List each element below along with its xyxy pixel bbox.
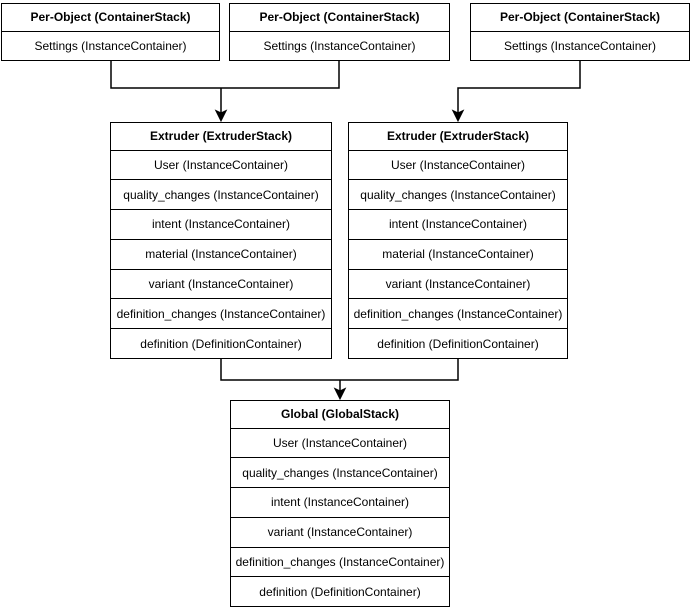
row-definition-changes: definition_changes (InstanceContainer) [111, 299, 331, 330]
global-stack-title: Global (GlobalStack) [231, 401, 449, 429]
row-definition: definition (DefinitionContainer) [259, 584, 421, 599]
row-user: User (InstanceContainer) [111, 151, 331, 181]
row-quality-changes: quality_changes (InstanceContainer) [349, 180, 567, 211]
row-settings: Settings (InstanceContainer) [263, 38, 416, 53]
connector-per-object-3-elbow [457, 61, 581, 114]
row-user: User (InstanceContainer) [231, 429, 449, 459]
row-user: User (InstanceContainer) [349, 151, 567, 181]
row-intent: intent (InstanceContainer) [111, 210, 331, 240]
connector-per-object-1-2-bracket [110, 61, 340, 89]
per-object-stack-title: Per-Object (ContainerStack) [2, 4, 219, 32]
row-material: material (InstanceContainer) [111, 240, 331, 270]
row-quality-changes: quality_changes (InstanceContainer) [231, 458, 449, 488]
row-variant: variant (InstanceContainer) [349, 270, 567, 300]
per-object-stack-title: Per-Object (ContainerStack) [230, 4, 449, 32]
row-variant: variant (InstanceContainer) [111, 270, 331, 300]
per-object-stack-box-1: Per-Object (ContainerStack) Settings (In… [1, 3, 220, 61]
row-definition: definition (DefinitionContainer) [140, 336, 302, 351]
per-object-stack-box-2: Per-Object (ContainerStack) Settings (In… [229, 3, 450, 61]
extruder-stack-box-1: Extruder (ExtruderStack) User (InstanceC… [110, 122, 332, 359]
connector-extruders-bracket [220, 359, 459, 381]
per-object-stack-title: Per-Object (ContainerStack) [471, 4, 689, 32]
row-material: material (InstanceContainer) [349, 240, 567, 270]
row-definition: definition (DefinitionContainer) [377, 336, 539, 351]
row-settings: Settings (InstanceContainer) [34, 38, 187, 53]
arrowhead-to-extruder-2 [451, 109, 465, 123]
row-settings: Settings (InstanceContainer) [503, 38, 657, 53]
global-stack-box: Global (GlobalStack) User (InstanceConta… [230, 400, 450, 607]
row-definition-changes: definition_changes (InstanceContainer) [349, 299, 567, 330]
extruder-stack-box-2: Extruder (ExtruderStack) User (InstanceC… [348, 122, 568, 359]
row-intent: intent (InstanceContainer) [231, 488, 449, 518]
per-object-stack-box-3: Per-Object (ContainerStack) Settings (In… [470, 3, 690, 61]
arrowhead-to-extruder-1 [214, 109, 228, 123]
row-quality-changes: quality_changes (InstanceContainer) [111, 180, 331, 211]
row-definition-changes: definition_changes (InstanceContainer) [231, 548, 449, 578]
arrowhead-to-global [333, 387, 347, 401]
extruder-stack-title: Extruder (ExtruderStack) [349, 123, 567, 151]
row-variant: variant (InstanceContainer) [231, 518, 449, 548]
extruder-stack-title: Extruder (ExtruderStack) [111, 123, 331, 151]
row-intent: intent (InstanceContainer) [349, 210, 567, 240]
